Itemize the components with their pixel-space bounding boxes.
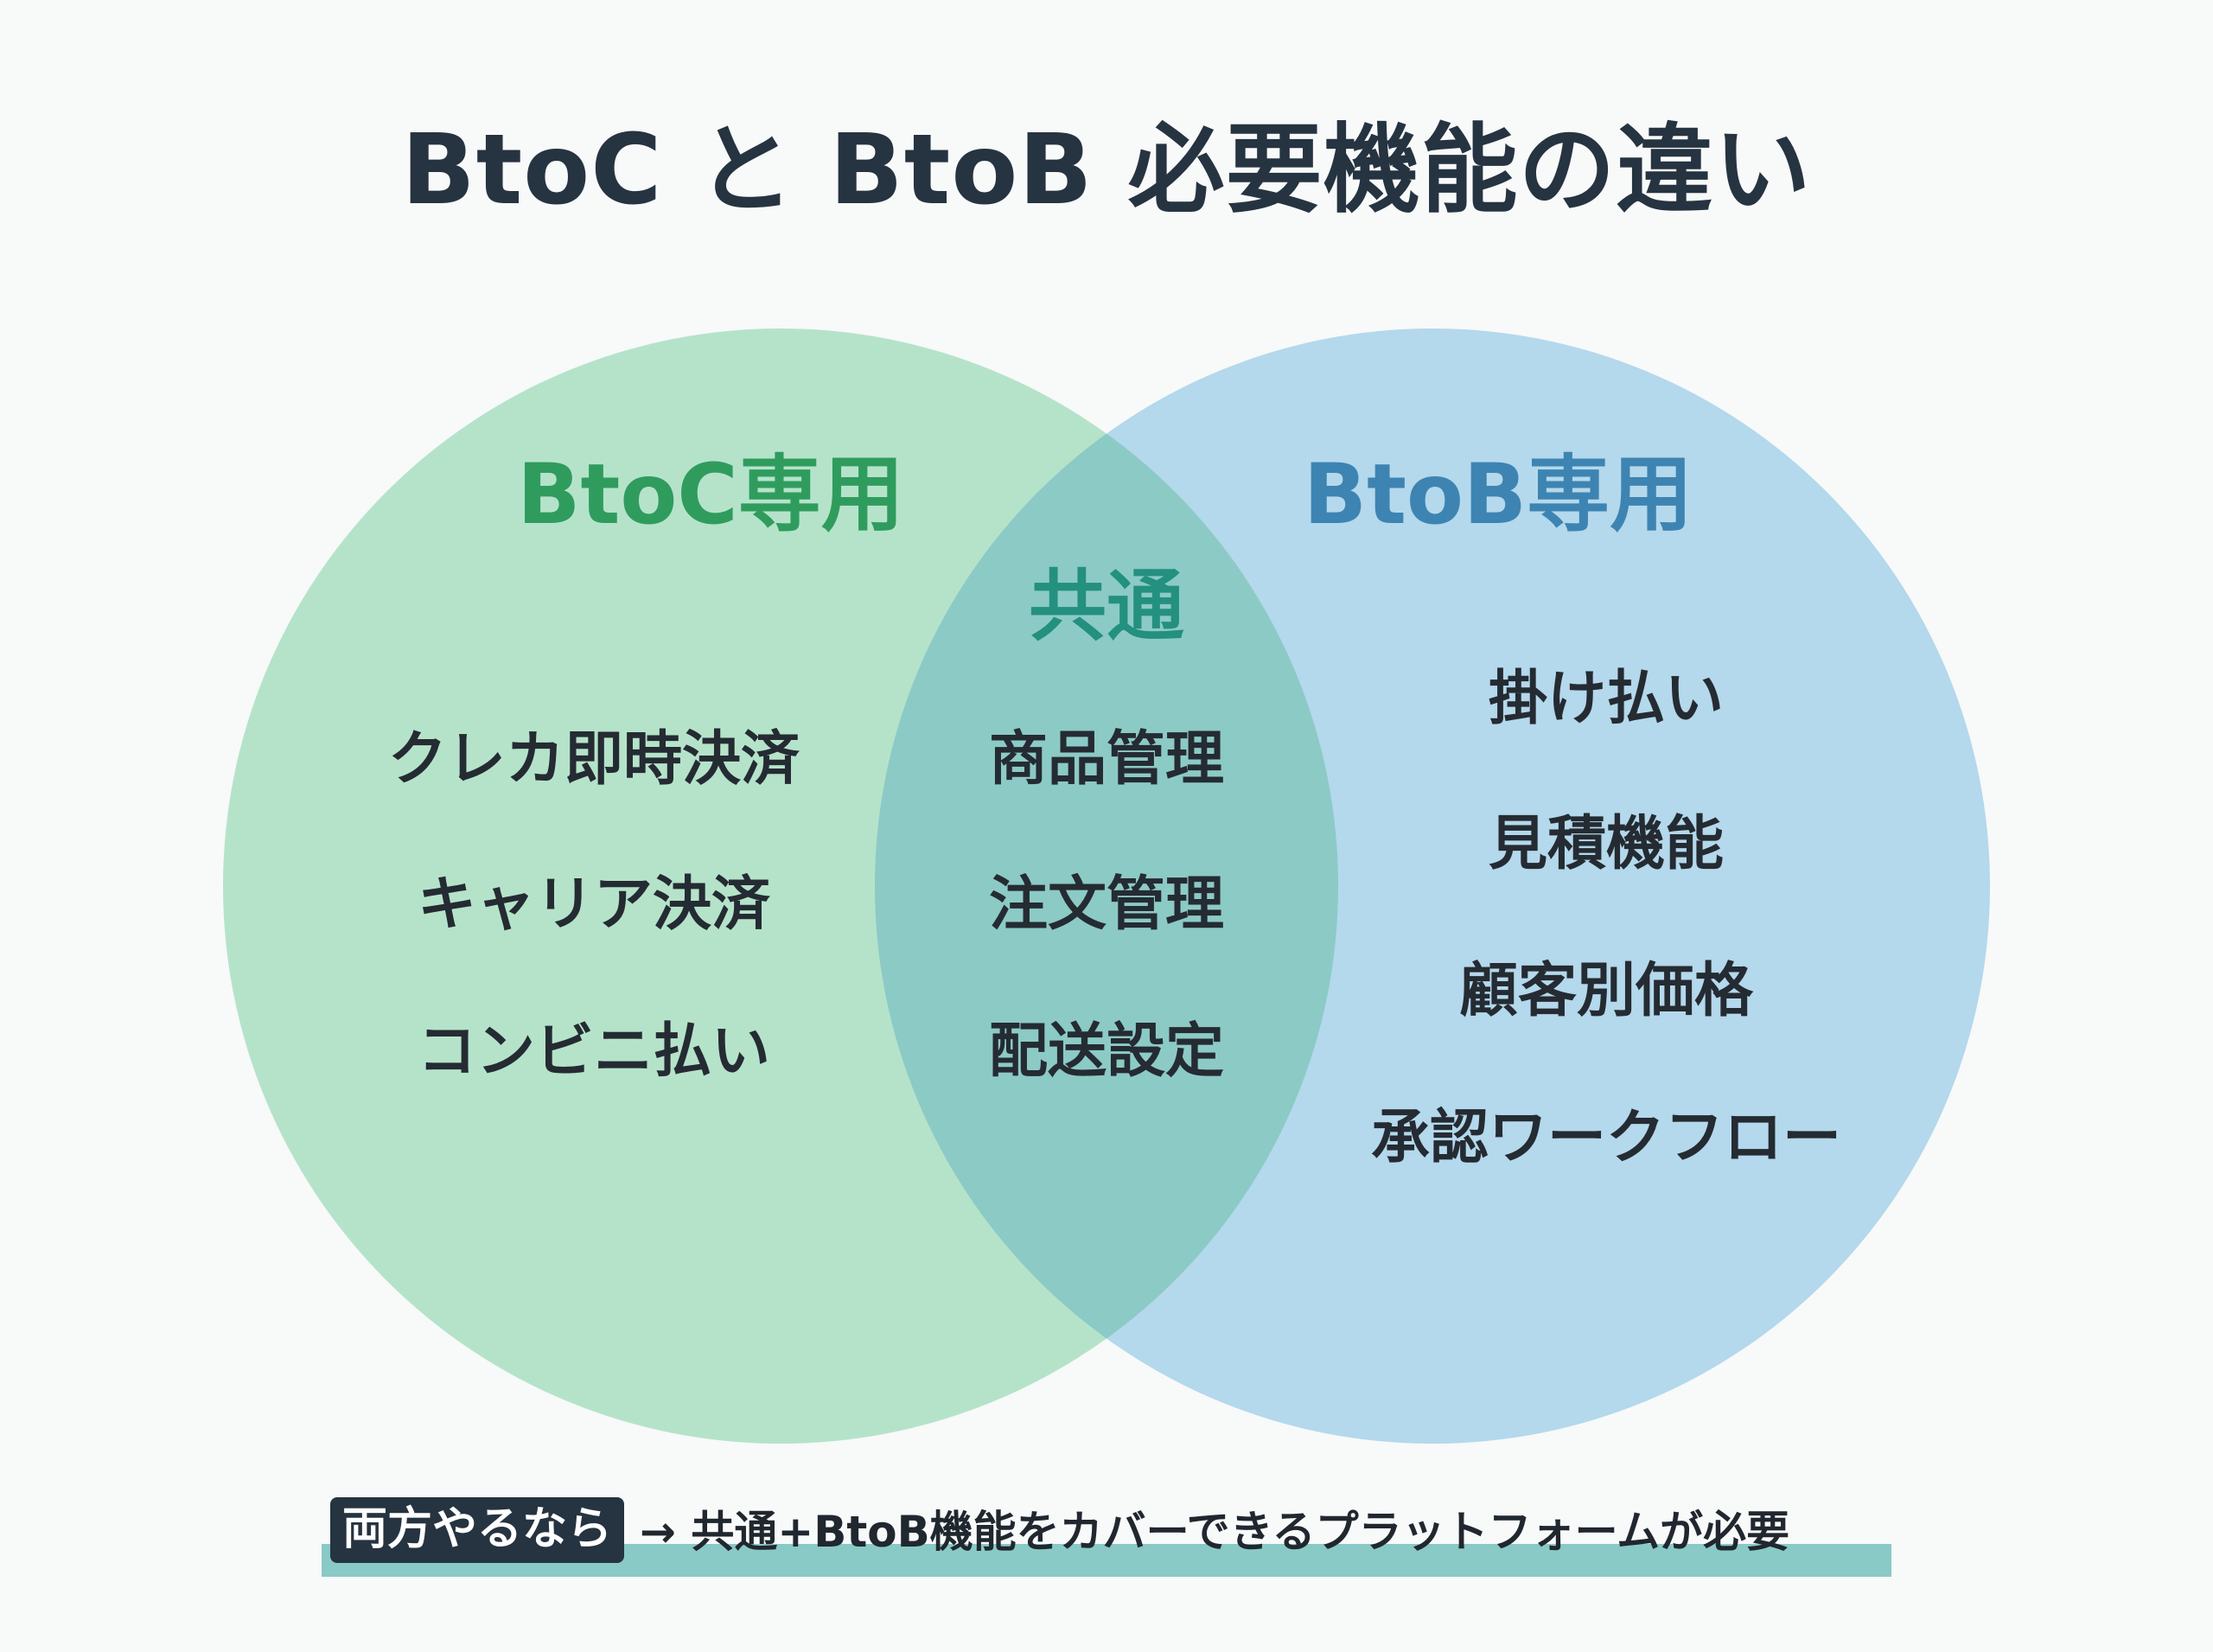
btoc-item: コンビニ払い <box>417 1017 771 1086</box>
common-item: 配送設定 <box>988 1017 1225 1086</box>
footer-text: → 共通+BtoB機能をカバーできるプラットフォームが必要 <box>640 1507 1790 1558</box>
btob-label: BtoB専用 <box>1303 446 1693 543</box>
btob-item: 顧客別価格 <box>1458 957 1754 1025</box>
btoc-label: BtoC専用 <box>517 446 904 543</box>
btoc-item: クレカ即時決済 <box>387 725 800 794</box>
footer-badge: 両方やるなら <box>330 1497 625 1563</box>
common-item: 注文管理 <box>988 871 1225 939</box>
footer-row: 両方やるなら → 共通+BtoB機能をカバーできるプラットフォームが必要 <box>330 1497 1789 1563</box>
btob-item: 掛け払い <box>1488 665 1725 733</box>
footer-note: 両方やるなら → 共通+BtoB機能をカバーできるプラットフォームが必要 <box>322 1497 1891 1577</box>
common-label: 共通 <box>1029 561 1184 652</box>
page-title: BtoC と BtoB 必要機能の違い <box>401 114 1812 226</box>
btob-item: 承認ワークフロー <box>1370 1104 1842 1172</box>
common-item: 商品管理 <box>988 725 1225 794</box>
btob-item: 見積機能 <box>1488 810 1725 878</box>
overlap-region <box>875 328 1338 1444</box>
btoc-item: キャリア決済 <box>417 871 771 939</box>
